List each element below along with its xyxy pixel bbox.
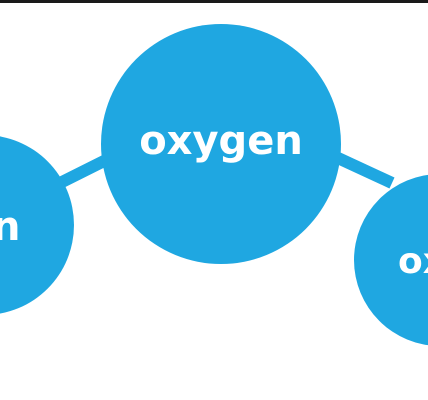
atom-label-right: ox [398, 241, 428, 282]
bond-left-center [57, 154, 109, 189]
atom-label-left: n [0, 204, 20, 250]
atom-left [0, 136, 74, 314]
top-border [0, 0, 428, 3]
atom-center [101, 24, 341, 264]
bond-center-right [335, 152, 395, 189]
atom-right [354, 174, 428, 346]
atom-label-center: oxygen [139, 118, 303, 164]
